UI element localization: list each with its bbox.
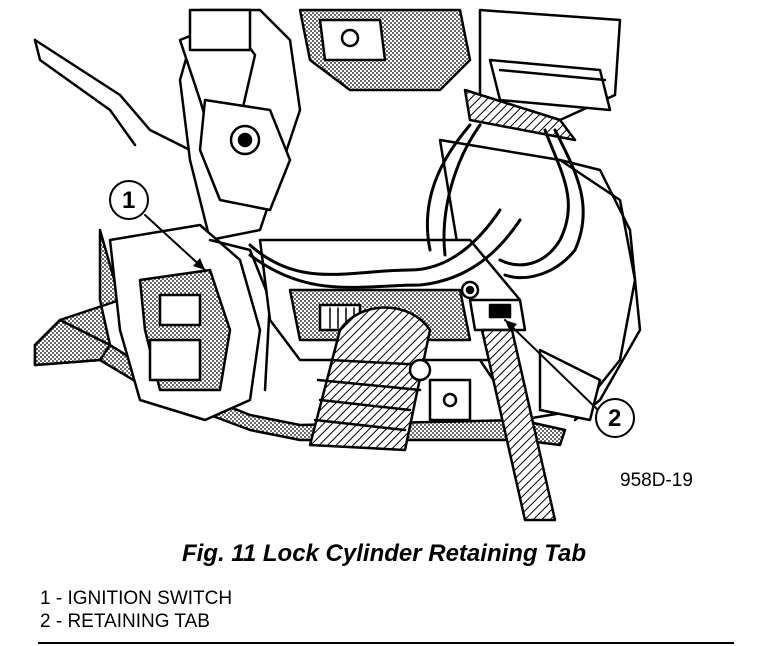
callout-1-label: 1	[122, 187, 136, 214]
drawing-id: 958D-19	[620, 470, 693, 491]
bottom-rule	[38, 642, 734, 644]
callout-2-leader	[504, 319, 599, 411]
callout-2-circle	[595, 398, 635, 438]
screwdriver-tool	[480, 328, 557, 522]
legend-item-retaining-tab: 2 - RETAINING TAB	[40, 611, 210, 632]
dash-panel	[33, 38, 192, 152]
lock-cylinder-illustration	[33, 8, 642, 522]
figure-caption: Fig. 11 Lock Cylinder Retaining Tab	[181, 540, 587, 567]
callout-2-label: 2	[608, 405, 622, 432]
callout-1-circle	[109, 180, 149, 220]
wire-harness	[308, 306, 432, 452]
legend: 1 - IGNITION SWITCH 2 - RETAINING TAB	[40, 587, 232, 633]
legend-item-ignition-switch: 1 - IGNITION SWITCH	[40, 588, 233, 609]
callout-1-leader	[144, 214, 206, 271]
